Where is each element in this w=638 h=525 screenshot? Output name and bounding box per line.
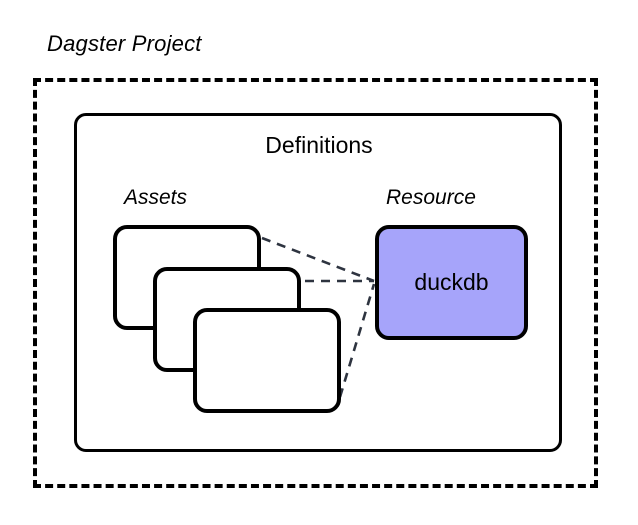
definitions-title: Definitions xyxy=(265,132,373,158)
project-title: Dagster Project xyxy=(47,31,202,56)
duckdb-resource-box[interactable]: duckdb xyxy=(375,225,528,340)
asset-card[interactable] xyxy=(193,308,341,413)
assets-group-label: Assets xyxy=(124,186,188,209)
dagster-project-container xyxy=(33,78,598,488)
resource-group-label: Resource xyxy=(386,186,476,209)
duckdb-resource-label: duckdb xyxy=(414,269,489,295)
